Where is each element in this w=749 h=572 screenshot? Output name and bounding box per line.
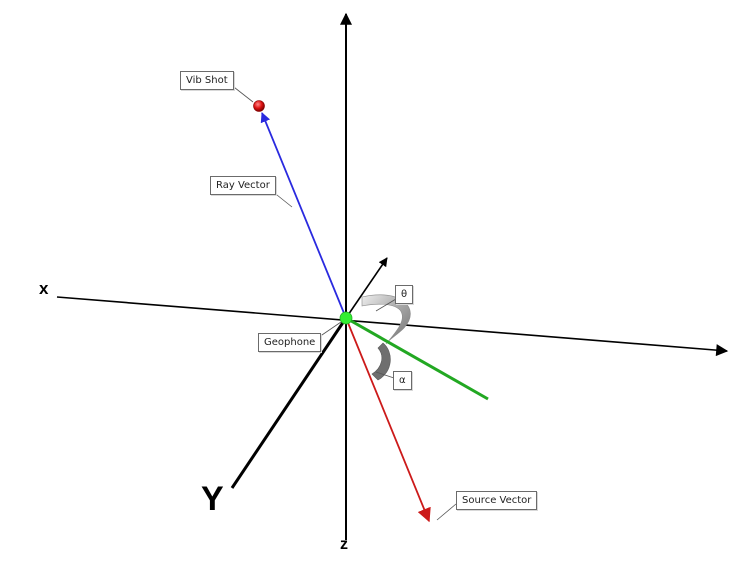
y-axis-positive — [345, 257, 388, 319]
vib-shot-leader — [229, 83, 254, 103]
ray-vector-label: Ray Vector — [210, 176, 276, 195]
alpha-leader — [375, 371, 395, 379]
theta-leader — [375, 298, 397, 312]
vib-shot-label: Vib Shot — [180, 71, 234, 90]
source-vector-label: Source Vector — [456, 491, 538, 510]
alpha-label: α — [393, 371, 412, 390]
source-vector-leader — [436, 503, 457, 521]
alpha-angle-ribbon — [371, 342, 391, 381]
vib-shot-marker — [253, 100, 265, 112]
y-axis — [230, 317, 348, 489]
source-vector — [345, 317, 431, 523]
y-axis-label: Y — [201, 480, 224, 518]
theta-angle-ribbon — [361, 294, 411, 345]
x-axis-label: x — [39, 279, 49, 298]
ray-vector — [260, 112, 347, 319]
z-axis-label: z — [340, 536, 348, 553]
geophone-leader — [318, 321, 342, 338]
x-axis — [56, 296, 729, 357]
geophone-marker — [339, 311, 353, 325]
theta-label: θ — [395, 285, 414, 304]
green-vector — [345, 316, 489, 401]
geophone-label: Geophone — [258, 333, 322, 352]
